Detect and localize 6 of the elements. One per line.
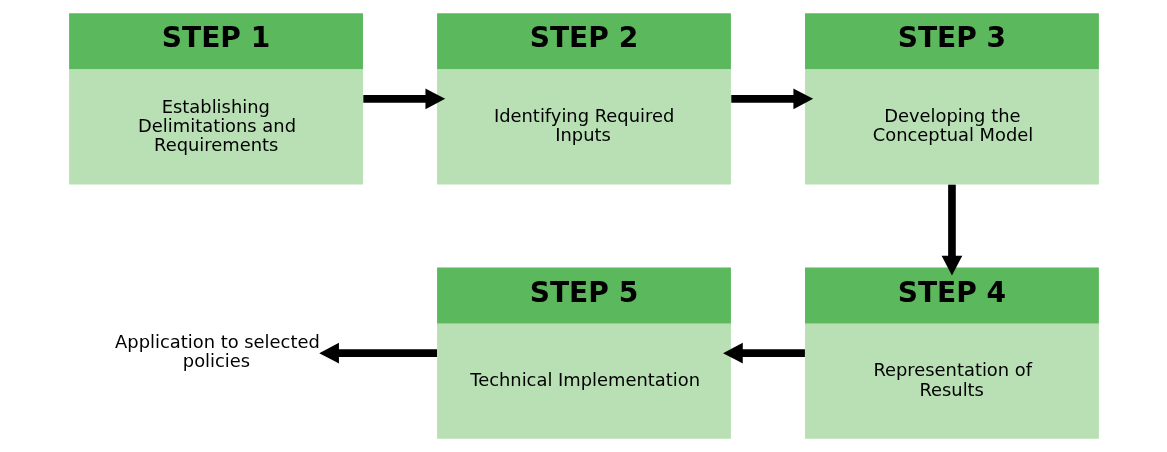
arrow xyxy=(318,342,437,364)
arrow xyxy=(362,88,445,110)
arrow xyxy=(730,88,813,110)
node-text: Application to selected policies xyxy=(114,331,320,372)
arrow xyxy=(722,342,805,364)
arrow xyxy=(941,184,962,276)
